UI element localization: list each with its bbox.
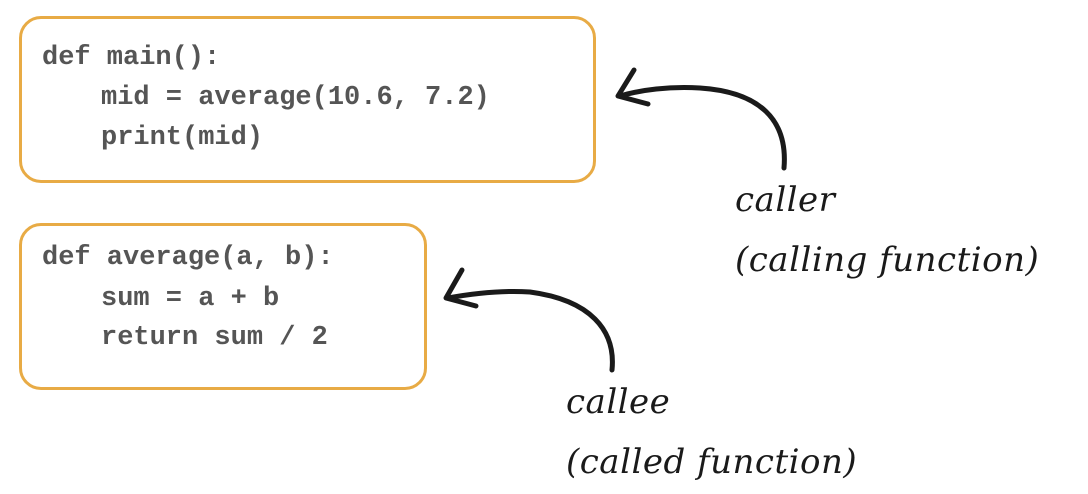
caller-code-box: def main(): mid = average(10.6, 7.2) pri… [19,16,596,183]
caller-arrow [617,84,787,171]
callee-sublabel: (called function) [566,442,858,482]
callee-arrow [445,288,615,373]
caller-code-line-3: print(mid) [101,123,264,153]
caller-code-line-1: def main(): [42,43,221,73]
callee-arrowhead [443,267,479,309]
caller-sublabel: (calling function) [735,240,1040,280]
callee-code-line-3: return sum / 2 [101,323,328,353]
callee-label: callee [566,382,671,422]
caller-arrowhead [615,67,651,107]
caller-code-line-2: mid = average(10.6, 7.2) [101,83,490,113]
callee-code-line-2: sum = a + b [101,284,280,314]
callee-code-box: def average(a, b): sum = a + b return su… [19,223,427,390]
callee-code-line-1: def average(a, b): [42,243,334,273]
caller-label: caller [735,180,836,220]
